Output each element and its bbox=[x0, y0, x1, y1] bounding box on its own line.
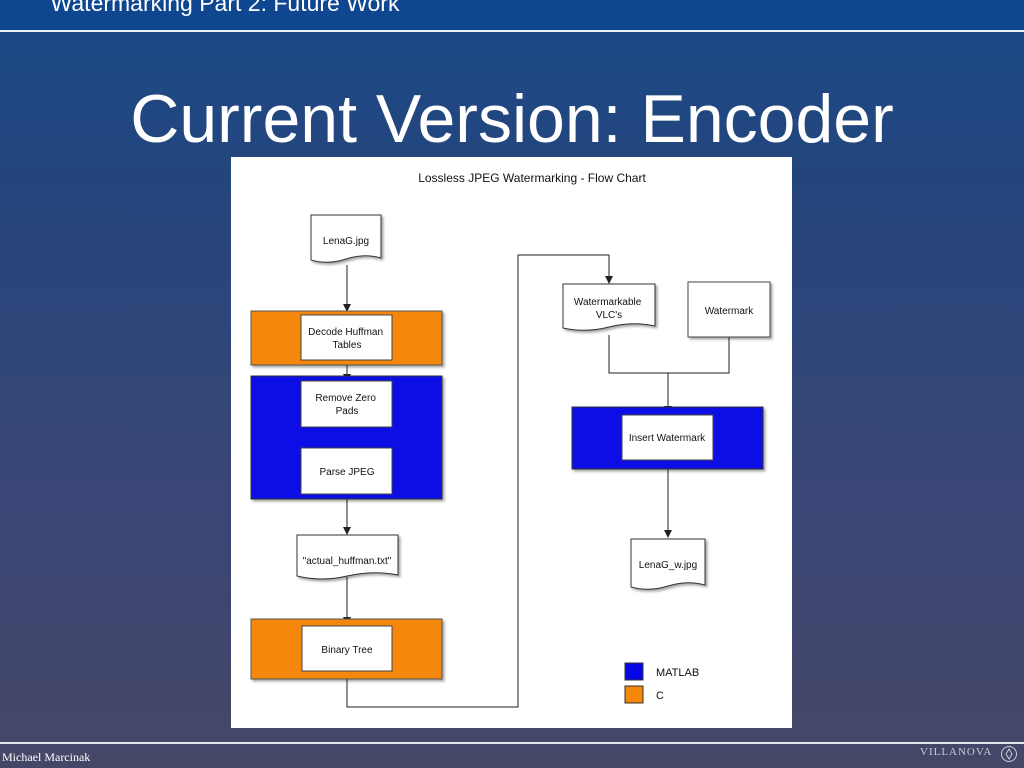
insert-watermark-box bbox=[621, 414, 714, 461]
connector-watermark bbox=[668, 337, 730, 374]
watermarkable-vlcs-label: Watermarkable VLC's bbox=[574, 297, 644, 321]
lena-output-label: LenaG_w.jpg bbox=[639, 560, 697, 571]
legend-matlab-swatch bbox=[624, 662, 644, 681]
flowchart-diagram: Lossless JPEG Watermarking - Flow Chart … bbox=[250, 171, 771, 708]
slide-title: Current Version: Encoder bbox=[130, 81, 894, 157]
insert-watermark-label: Insert Watermark bbox=[629, 433, 706, 444]
header-bar bbox=[0, 0, 1024, 32]
remove-zero-pads-label: Remove Zero Pads bbox=[315, 393, 378, 417]
parse-jpeg-label: Parse JPEG bbox=[319, 467, 374, 478]
decode-huffman-box bbox=[300, 314, 393, 361]
footer-divider bbox=[0, 742, 1024, 744]
footer-author: Michael Marcinak bbox=[2, 750, 91, 764]
flowchart-title: Lossless JPEG Watermarking - Flow Chart bbox=[418, 171, 646, 185]
decode-huffman-group: Decode Huffman Tables bbox=[250, 310, 443, 366]
university-seal-icon bbox=[1001, 746, 1017, 762]
parse-jpeg-box bbox=[300, 447, 393, 495]
watermark-box bbox=[687, 281, 771, 338]
legend: MATLAB C bbox=[624, 662, 699, 704]
flowchart-panel: Lossless JPEG Watermarking - Flow Chart … bbox=[231, 157, 792, 728]
arrow-tree-to-vlcs bbox=[346, 254, 613, 708]
connector-vlcs bbox=[608, 335, 729, 374]
lena-input-label: LenaG.jpg bbox=[323, 236, 369, 247]
watermarkable-vlcs-document: Watermarkable VLC's bbox=[562, 283, 656, 331]
villanova-logo: VILLANOVA bbox=[920, 746, 993, 758]
insert-watermark-group: Insert Watermark bbox=[571, 406, 764, 470]
section-title: Watermarking Part 2: Future Work bbox=[50, 0, 400, 16]
binary-tree-box bbox=[301, 625, 393, 672]
remove-zero-pads-box bbox=[300, 380, 393, 428]
huffman-file-label: "actual_huffman.txt" bbox=[303, 556, 392, 567]
lena-output-document: LenaG_w.jpg bbox=[630, 538, 706, 590]
lena-input-document: LenaG.jpg bbox=[310, 214, 382, 263]
binary-tree-label: Binary Tree bbox=[321, 645, 373, 656]
binary-tree-group: Binary Tree bbox=[250, 618, 443, 680]
decode-huffman-label: Decode Huffman Tables bbox=[308, 327, 386, 351]
legend-matlab-label: MATLAB bbox=[656, 667, 699, 679]
legend-c-swatch bbox=[624, 685, 644, 704]
legend-c-label: C bbox=[656, 690, 664, 702]
watermark-label: Watermark bbox=[705, 306, 755, 317]
huffman-file-document: "actual_huffman.txt" bbox=[296, 534, 399, 580]
watermark-node: Watermark bbox=[687, 281, 771, 338]
matlab-parse-group: Remove Zero Pads Parse JPEG bbox=[250, 375, 443, 500]
